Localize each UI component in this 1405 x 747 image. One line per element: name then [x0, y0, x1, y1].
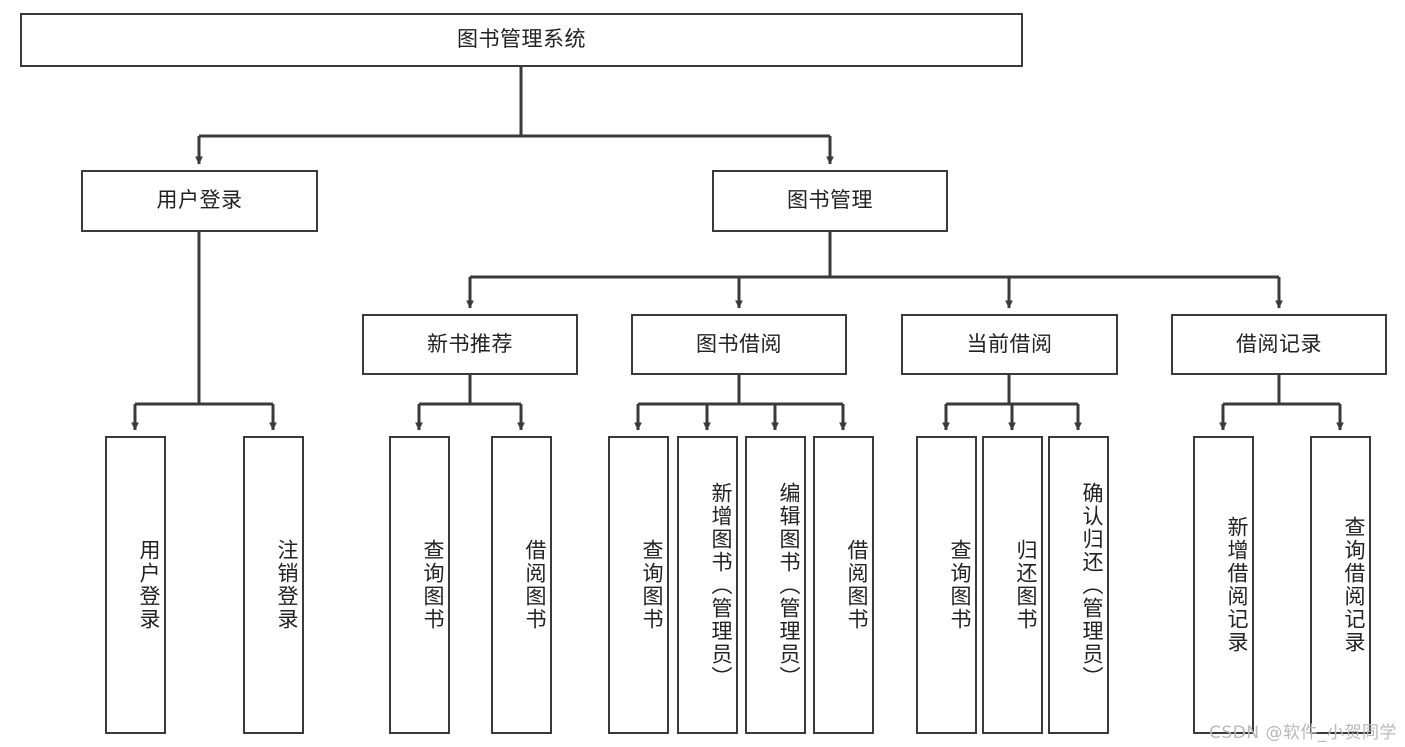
leaf-borrow-query-book[interactable]: 查询图书	[608, 436, 669, 734]
node-label: 编辑图书（管理员）	[777, 481, 801, 689]
leaf-borrow-edit-book-admin[interactable]: 编辑图书（管理员）	[745, 436, 806, 734]
leaf-newbook-borrow-book[interactable]: 借阅图书	[491, 436, 552, 734]
node-label: 查询借阅记录	[1342, 516, 1366, 654]
leaf-record-query-borrow-record[interactable]: 查询借阅记录	[1310, 436, 1371, 734]
leaf-user-login-login[interactable]: 用户登录	[105, 436, 166, 734]
leaf-current-confirm-return-admin[interactable]: 确认归还（管理员）	[1048, 436, 1109, 734]
node-label: 归还图书	[1014, 539, 1038, 631]
node-label: 用户登录	[137, 539, 161, 631]
node-label: 图书管理	[787, 188, 873, 213]
node-label: 新书推荐	[427, 331, 513, 356]
leaf-newbook-query-book[interactable]: 查询图书	[389, 436, 450, 734]
node-borrowing-records[interactable]: 借阅记录	[1171, 314, 1387, 375]
node-book-management[interactable]: 图书管理	[712, 170, 948, 232]
leaf-record-add-borrow-record[interactable]: 新增借阅记录	[1193, 436, 1254, 734]
node-new-book-recommendation[interactable]: 新书推荐	[362, 314, 578, 375]
csdn-watermark: CSDN @软件_小贺同学	[1209, 723, 1397, 743]
node-label: 确认归还（管理员）	[1080, 481, 1104, 689]
node-label: 借阅图书	[523, 539, 547, 631]
node-label: 查询图书	[421, 539, 445, 631]
leaf-current-query-book[interactable]: 查询图书	[916, 436, 977, 734]
leaf-borrow-add-book-admin[interactable]: 新增图书（管理员）	[677, 436, 738, 734]
node-label: 当前借阅	[966, 331, 1053, 356]
node-label: 查询图书	[948, 539, 972, 631]
node-label: 图书管理系统	[457, 27, 586, 52]
node-label: 新增图书（管理员）	[709, 481, 733, 689]
node-label: 图书借阅	[696, 331, 782, 356]
node-root-book-management-system[interactable]: 图书管理系统	[20, 13, 1023, 67]
node-label: 借阅记录	[1236, 331, 1322, 356]
node-user-login[interactable]: 用户登录	[81, 170, 318, 232]
node-label: 注销登录	[275, 539, 299, 631]
node-label: 借阅图书	[845, 539, 869, 631]
leaf-user-login-logout[interactable]: 注销登录	[243, 436, 304, 734]
leaf-current-return-book[interactable]: 归还图书	[982, 436, 1043, 734]
node-label: 新增借阅记录	[1225, 516, 1249, 654]
node-label: 用户登录	[156, 188, 243, 213]
leaf-borrow-borrow-book[interactable]: 借阅图书	[813, 436, 874, 734]
node-book-borrowing[interactable]: 图书借阅	[631, 314, 847, 375]
node-label: 查询图书	[640, 539, 664, 631]
node-current-borrowing[interactable]: 当前借阅	[901, 314, 1118, 375]
